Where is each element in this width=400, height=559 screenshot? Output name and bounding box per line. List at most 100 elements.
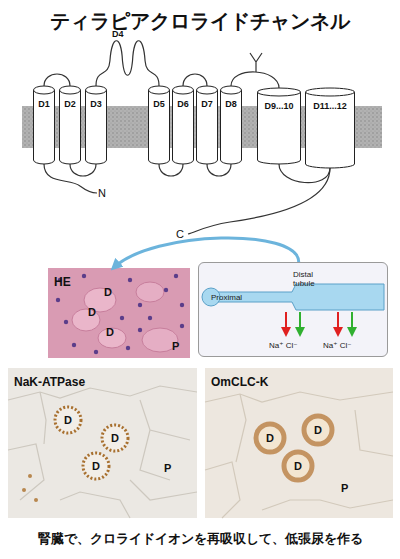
stained-tubule (83, 453, 109, 479)
helix-label: D7 (196, 100, 218, 110)
stained-tubule (256, 424, 284, 452)
he-image (48, 268, 190, 358)
helix-cylinder: D1 (33, 86, 55, 164)
cylinder-top (197, 86, 218, 94)
cylinder-outline (196, 86, 218, 164)
helix-label: D9...10 (257, 102, 301, 112)
cylinder-outline (85, 86, 107, 164)
stained-tubule (55, 407, 81, 433)
helix-label: D8 (220, 100, 242, 110)
region-label: Na⁺ Cl⁻ (323, 342, 351, 351)
region-label: D (314, 424, 322, 436)
loop-connector (159, 164, 183, 176)
helix-label: D3 (85, 100, 107, 110)
cylinder-top (149, 86, 170, 94)
cylinder-body (173, 90, 194, 164)
region-label: Proximal (211, 294, 242, 303)
cylinder-top (306, 88, 355, 96)
n-terminus-tail (44, 164, 97, 193)
cylinder-body (60, 90, 81, 164)
stained-tubule (284, 452, 312, 480)
nucleus (138, 303, 142, 307)
loop-connector (96, 41, 159, 86)
region-label: P (164, 462, 171, 474)
nucleus (64, 320, 68, 324)
cylinder-top (173, 86, 194, 94)
cylinder-body (86, 90, 107, 164)
nucleus (72, 343, 76, 347)
nephron-tubule (212, 284, 384, 310)
stain-dot (28, 474, 32, 478)
na-arrow (285, 312, 287, 335)
region-label: D (111, 432, 119, 444)
nucleus (56, 298, 60, 302)
schematic-panel (198, 262, 388, 357)
nucleus (180, 303, 184, 307)
region-label: D (64, 414, 72, 426)
cylinder-body (149, 90, 170, 164)
helix-cylinder: D9...10 (257, 88, 301, 164)
nucleus (120, 316, 124, 320)
micrograph-panel: NaK-ATPaseDDDP (8, 368, 197, 518)
cylinder-top (221, 86, 242, 94)
nucleus (164, 288, 168, 292)
terminal-label: D4 (112, 30, 124, 40)
cell-outline (8, 386, 197, 518)
region-label: D (266, 432, 274, 444)
nucleus (82, 274, 86, 278)
cylinder-outline (148, 86, 170, 164)
helix-cylinder: D11...12 (305, 88, 355, 168)
na-arrow (337, 312, 339, 335)
cylinder-body (306, 92, 355, 168)
omclck-image (205, 368, 393, 518)
loop-connector (70, 164, 96, 176)
region-label: Na⁺ Cl⁻ (269, 342, 297, 351)
glycosylation-mark (250, 53, 262, 72)
stain-dot (22, 488, 26, 492)
c-terminus-tail (188, 168, 330, 234)
cylinder-outline (59, 86, 81, 164)
cylinder-outline (257, 88, 301, 164)
pointer-arrow (113, 238, 298, 268)
region-label: D (92, 460, 100, 472)
region-label: D (88, 306, 96, 318)
cylinder-top (86, 86, 107, 94)
cylinder-body (197, 90, 218, 164)
cylinder-outline (172, 86, 194, 164)
stained-tubule (304, 416, 332, 444)
helix-cylinder: D7 (196, 86, 218, 164)
loop-connector (207, 164, 231, 176)
cylinder-body (221, 90, 242, 164)
diagram-caption: 腎臓で、クロライドイオンを再吸収して、低張尿を作る (0, 531, 400, 548)
nucleus (180, 324, 184, 328)
cell-outline (205, 392, 393, 518)
cylinder-outline (33, 86, 55, 164)
helix-cylinder: D8 (220, 86, 242, 164)
cylinder-top (258, 88, 301, 96)
cylinder-top (34, 86, 55, 94)
region-label: D (294, 460, 302, 472)
region-label: P (341, 482, 348, 494)
helix-label: D5 (148, 100, 170, 110)
region-label: D (106, 326, 114, 338)
helix-cylinder: D5 (148, 86, 170, 164)
terminal-label: N (98, 187, 106, 199)
terminal-label: C (176, 228, 184, 240)
stain-label: HE (54, 276, 71, 289)
cylinder-body (34, 90, 55, 164)
loop-connector (183, 74, 207, 86)
loop-connector (279, 164, 330, 183)
helix-cylinder: D6 (172, 86, 194, 164)
nucleus (126, 346, 130, 350)
stain-dot (34, 498, 38, 502)
nucleus (148, 316, 152, 320)
helix-label: D6 (172, 100, 194, 110)
helix-cylinder: D3 (85, 86, 107, 164)
cylinder-outline (305, 88, 355, 168)
loop-connector (44, 74, 70, 86)
nak-image (8, 368, 197, 518)
cylinder-body (258, 92, 301, 164)
stained-tubule (102, 425, 128, 451)
